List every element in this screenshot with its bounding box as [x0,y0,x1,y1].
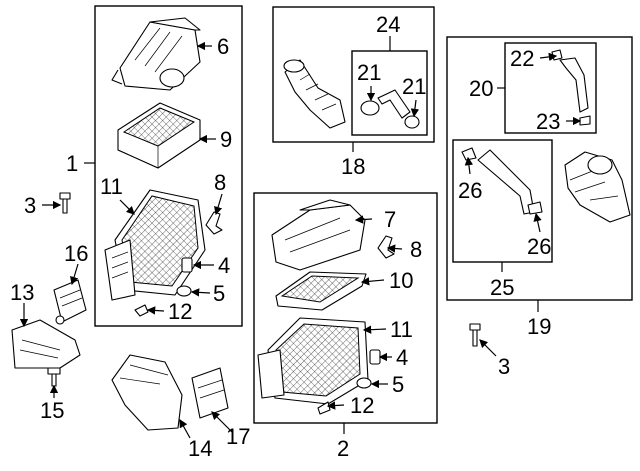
callout-13: 13 [10,280,34,305]
air-filter-element-2-icon [275,271,367,311]
callout-10: 10 [389,268,413,293]
callout-3-left: 3 [24,193,36,218]
breather-hose-icon [559,57,589,113]
screw-icon [47,367,61,387]
pcv-hose-icon [377,89,411,119]
callout-23: 23 [536,109,560,134]
callout-5-box1: 5 [213,281,225,306]
air-cleaner-housing-icon [104,189,206,301]
bracket-icon [205,211,223,235]
sensor-bracket-icon [191,367,229,419]
callout-6: 6 [217,34,229,59]
callout-25: 25 [490,275,514,300]
resonator-icon [111,354,183,431]
callout-21-right: 21 [402,74,426,99]
grommet-icon [176,285,192,297]
small-clamp-icon [551,49,563,61]
callout-3-right: 3 [498,354,510,379]
intake-hose-icon [283,59,346,129]
callout-11-box2: 11 [390,317,413,342]
callout-2: 2 [337,436,349,461]
callout-18: 18 [341,154,365,179]
callout-4-box2: 4 [396,345,408,370]
bracket-2-icon [377,235,395,259]
callout-16: 16 [64,241,88,266]
vent-hose-icon [477,149,535,215]
grommet-2-icon [356,377,372,389]
callout-26-right: 26 [527,234,551,259]
bolt-icon-right [469,323,481,347]
callout-11-box1: 11 [100,174,123,199]
hose-plug-icon [527,201,543,215]
clip-2-icon [317,401,331,415]
group-box-19 [446,36,633,301]
callout-4-box1: 4 [218,253,230,278]
callout-26-left: 26 [458,178,482,203]
air-duct-icon [11,319,81,369]
intake-elbow-icon [564,151,631,223]
group-box-1 [94,5,243,327]
callout-17: 17 [226,424,250,449]
callout-8-box2: 8 [410,237,422,262]
bushing-2-icon [369,349,381,365]
callout-19: 19 [527,314,551,339]
leader-lines [19,36,582,439]
callout-21-left: 21 [357,60,381,85]
callout-7: 7 [384,207,396,232]
hose-end-icon [579,115,591,126]
callout-14: 14 [188,436,212,461]
air-cleaner-cover-2-icon [271,199,366,271]
air-cleaner-cover-icon [111,17,201,91]
hose-clamp-icon [360,100,420,129]
callout-8-box1: 8 [214,170,226,195]
callout-5-box2: 5 [392,372,404,397]
callout-20: 20 [469,76,493,101]
clip-icon [134,304,149,317]
hose-clip-icon [461,147,477,161]
bolt-icon [59,192,71,214]
callout-22: 22 [510,46,534,71]
callout-1: 1 [66,151,78,176]
callout-12-box1: 12 [168,299,192,324]
group-box-2 [253,192,438,424]
callout-12-box2: 12 [350,393,374,418]
callout-15: 15 [40,398,64,423]
air-cleaner-housing-2-icon [257,317,369,405]
air-filter-element-icon [117,102,201,169]
callout-24: 24 [376,12,400,37]
bushing-icon [181,257,193,273]
callout-9: 9 [220,127,232,152]
mount-bracket-icon [53,279,87,325]
